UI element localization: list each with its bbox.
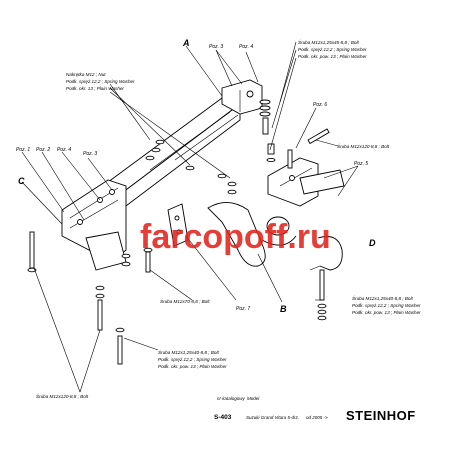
catalog-number-label: nr katalogowy — [217, 396, 246, 401]
left-side-bracket — [61, 179, 127, 271]
svg-text:Podk. okr. pow. 13 ; Plain Was: Podk. okr. pow. 13 ; Plain Washer — [298, 54, 367, 59]
label-poz1: Poz. 1 — [16, 147, 30, 153]
label-d: D — [369, 238, 376, 248]
note-nut-block: Nakrętka M12 ; Nut Podk. spręż.12,2 ; Sp… — [66, 72, 135, 91]
bolt-set-top — [259, 99, 276, 163]
label-c: C — [18, 176, 25, 186]
model-label: Model — [247, 396, 260, 401]
svg-text:Śruba M12x1,25x45-8,8 ; Bolt: Śruba M12x1,25x45-8,8 ; Bolt — [298, 39, 359, 45]
leader-lines — [21, 41, 359, 393]
svg-text:Śruba M12x1,25x40-8,8 ; Bolt: Śruba M12x1,25x40-8,8 ; Bolt — [158, 349, 219, 355]
svg-text:Podk. okr. pow. 13 ; Plain Was: Podk. okr. pow. 13 ; Plain Washer — [158, 364, 227, 369]
top-mounting-bracket — [221, 79, 263, 115]
note-bolt-70: Śruba M12x70-8,8 ; Bolt — [160, 298, 210, 304]
catalog-code: S-403 — [214, 414, 232, 421]
title-block: nr katalogowy Model S-403 Suzuki Grand V… — [214, 396, 416, 423]
svg-text:Podk. spręż.12,2 ; Spring Wash: Podk. spręż.12,2 ; Spring Washer — [352, 303, 421, 308]
svg-text:Podk. okr. 13 ; Plain Washer: Podk. okr. 13 ; Plain Washer — [66, 86, 124, 91]
svg-text:Podk. okr. pow. 13 ; Plain Was: Podk. okr. pow. 13 ; Plain Washer — [352, 310, 421, 315]
safety-chain-loop — [309, 236, 343, 271]
label-poz3-left: Poz. 3 — [83, 151, 97, 157]
bolt-set-center — [145, 139, 237, 195]
svg-text:Nakrętka M12 ; Nut: Nakrętka M12 ; Nut — [66, 72, 106, 77]
note-bolt-120-right: Śruba M12x120-8,8 ; Bolt — [337, 143, 390, 149]
bolt-set-right — [287, 128, 330, 321]
label-poz4-top: Poz. 4 — [239, 44, 253, 50]
svg-text:Podk. spręż.12,2 ; Spring Wash: Podk. spręż.12,2 ; Spring Washer — [66, 79, 135, 84]
socket-plate — [167, 203, 189, 247]
tow-ball-neck — [207, 202, 297, 267]
note-bolt-120-left: Śruba M12x120-8,8 ; Bolt — [36, 393, 89, 399]
note-bottom-right-block: Śruba M12x1,25x40-8,8 ; Bolt Podk. spręż… — [352, 295, 421, 315]
watermark-text: farcopoff.ru — [140, 218, 331, 256]
svg-text:Śruba M12x1,25x40-8,8 ; Bolt: Śruba M12x1,25x40-8,8 ; Bolt — [352, 295, 413, 301]
svg-text:Podk. spręż.12,2 ; Spring Wash: Podk. spręż.12,2 ; Spring Washer — [158, 357, 227, 362]
label-poz5: Poz. 5 — [354, 161, 368, 167]
vehicle-model: Suzuki Grand Vitara 5-drz. — [246, 415, 299, 420]
label-b: B — [280, 304, 287, 314]
label-poz6: Poz. 6 — [313, 102, 327, 108]
note-bottom-mid-block: Śruba M12x1,25x40-8,8 ; Bolt Podk. spręż… — [158, 349, 227, 369]
label-poz7: Poz. 7 — [236, 306, 250, 312]
steinhof-logo: STEINHOF — [346, 408, 416, 423]
note-top-right-block: Śruba M12x1,25x45-8,8 ; Bolt Podk. spręż… — [298, 39, 367, 59]
right-side-bracket — [267, 157, 345, 207]
label-poz4-left: Poz. 4 — [57, 147, 71, 153]
label-poz3-top: Poz. 3 — [209, 44, 223, 50]
bolt-70 — [143, 247, 153, 273]
model-years: od 2005 -> — [306, 415, 328, 420]
svg-text:Podk. spręż.12,2 ; Spring Wash: Podk. spręż.12,2 ; Spring Washer — [298, 47, 367, 52]
label-a: A — [182, 38, 190, 48]
bolt-set-left — [27, 231, 131, 365]
label-poz2: Poz. 2 — [36, 147, 50, 153]
